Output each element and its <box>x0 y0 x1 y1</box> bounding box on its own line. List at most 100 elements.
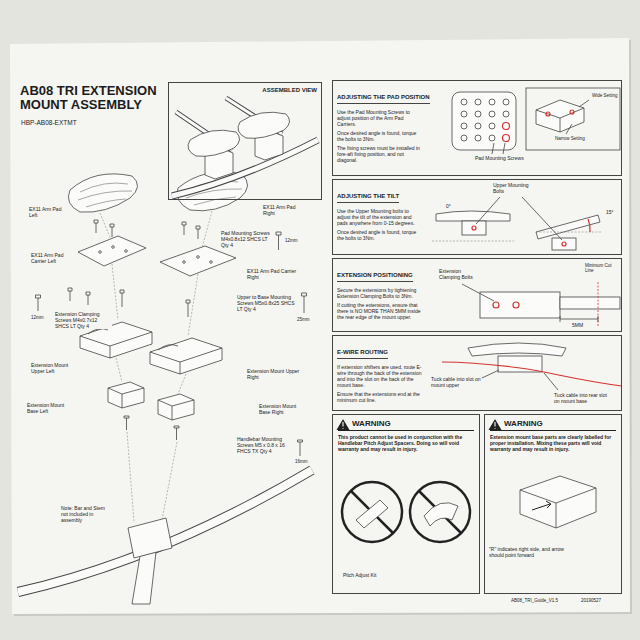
part-label: EX11 Arm Pad Right <box>262 204 306 216</box>
mount-base <box>520 476 596 528</box>
hole <box>461 99 467 105</box>
mount <box>462 221 486 235</box>
panel-body: Once desired angle is found, torque the … <box>337 229 423 241</box>
hole <box>461 111 467 117</box>
part-label: Extension Mount Upper Left <box>30 362 77 374</box>
part-label: "R" indicates right side, and arrow shou… <box>488 546 566 558</box>
leader-line <box>482 370 558 390</box>
arm-pad <box>68 174 137 212</box>
spacer <box>424 503 458 526</box>
hole <box>461 135 467 141</box>
screw <box>124 416 179 440</box>
panel-heading: ADJUSTING THE PAD POSITION <box>337 94 430 104</box>
panel-heading: WARNING <box>490 419 616 431</box>
pad-carrier <box>160 246 236 276</box>
guide-line <box>127 432 177 522</box>
part-label: EX11 Arm Pad Left <box>28 206 70 218</box>
panel-body: Once desired angle is found, torque the … <box>337 130 423 142</box>
carrier-edge <box>536 108 584 132</box>
part-label: Upper to Base Mounting Screws M5x0.8x25 … <box>236 294 296 312</box>
hole <box>125 250 128 253</box>
arm-pad <box>468 343 566 356</box>
leader-line <box>566 100 589 134</box>
part-label: Tuck cable into slot on mount upper <box>430 376 482 388</box>
panel-body: Use the Pad Mounting Screws to adjust po… <box>337 109 423 127</box>
part-label: Extension Clamping Bolts <box>438 268 484 280</box>
prohibited-slash <box>419 491 461 533</box>
screw-mark <box>503 135 510 142</box>
panel-body: Extension mount base parts are clearly l… <box>490 434 616 452</box>
screw-icon <box>302 293 307 313</box>
hole <box>210 261 213 264</box>
panel-heading: E-WIRE ROUTING <box>337 349 388 359</box>
part-label: 12mm <box>284 238 299 243</box>
screw-icon <box>36 295 41 311</box>
mount-edge <box>150 345 222 374</box>
hole <box>489 111 495 117</box>
bolt-mark <box>513 302 519 308</box>
part-label: Note: Bar and Stem not included in assem… <box>60 505 112 523</box>
part-label: Extension Mount Upper Right <box>246 368 302 380</box>
hole-grid <box>461 99 510 142</box>
part-label: Extension Mount Base Left <box>26 402 76 414</box>
mount <box>552 238 576 250</box>
warning-panel: WARNINGThis product cannot be used in co… <box>332 414 480 594</box>
pad-carrier <box>452 92 516 150</box>
leader-line <box>492 143 505 154</box>
panel-body: Ensure that the extensions end at the mi… <box>337 391 423 403</box>
screw-mark <box>546 112 550 116</box>
arm-pad <box>436 211 510 221</box>
screw-mark <box>570 110 574 114</box>
mount-edge <box>520 488 596 528</box>
paper-sheet <box>10 38 630 614</box>
mount-edge <box>158 400 194 420</box>
part-label: 12mm <box>30 315 45 320</box>
part-label: Pad Mounting Screws M4x0.8x12 SHCS LT Qt… <box>220 230 274 248</box>
mount-base <box>158 394 194 420</box>
screw-mark <box>503 123 510 130</box>
stem <box>132 552 156 604</box>
part-label: Tuck cable into rear slot on mount base <box>553 392 611 404</box>
mount-edge <box>80 329 152 358</box>
part-label: HBP-AB08-EXTMT <box>20 119 78 127</box>
pad-carrier <box>78 236 146 266</box>
hole <box>503 99 509 105</box>
part-label: EX11 Arm Pad Carrier Left <box>30 252 76 264</box>
part-label: Handlebar Mounting Screws M5 x 0.8 x 16 … <box>236 436 294 454</box>
pad-texture <box>78 183 132 207</box>
part-label: 16mm <box>294 459 309 464</box>
hole <box>99 251 102 254</box>
hole <box>489 135 495 141</box>
warning-mark <box>494 422 495 429</box>
carrier-detail <box>536 100 584 132</box>
angle-arc <box>588 219 590 232</box>
panel-body: This product cannot be used in conjuncti… <box>338 434 474 452</box>
panel-body: Secure the extensions by tightening Exte… <box>337 287 423 299</box>
mount-upper <box>150 338 222 374</box>
prohibited-icon <box>410 482 470 542</box>
part-label: 0° <box>445 203 452 209</box>
view-panel: ASSEMBLED VIEW <box>168 82 322 200</box>
part-label: Pitch Adjust Kit <box>342 572 377 578</box>
hole <box>475 123 481 129</box>
extension <box>560 297 620 309</box>
stem-clamp <box>128 518 172 558</box>
handlebar <box>18 470 312 592</box>
panel-body: The fixing screws must be installed in f… <box>337 145 423 163</box>
mount-edge <box>108 388 144 408</box>
instruction-panel: ADJUSTING THE TILTUse the Upper Mounting… <box>332 179 622 255</box>
arm-pad <box>188 130 240 156</box>
prohibited-icon <box>342 482 402 542</box>
warning-mark <box>342 422 343 429</box>
direction-arrow <box>532 501 551 510</box>
mount-base <box>108 382 144 408</box>
panel-body: Use the Upper Mounting bolts to adjust t… <box>337 208 423 226</box>
part-label: Narrow Setting <box>554 136 586 141</box>
part-label: 5MM <box>571 322 584 328</box>
leader-line <box>476 197 562 240</box>
baseline <box>432 241 514 242</box>
part-label: Pad Mounting Screws <box>474 155 525 161</box>
spacer <box>356 500 388 528</box>
hole <box>475 135 481 141</box>
panel-body: If extension shifters are used, route E-… <box>337 364 423 388</box>
